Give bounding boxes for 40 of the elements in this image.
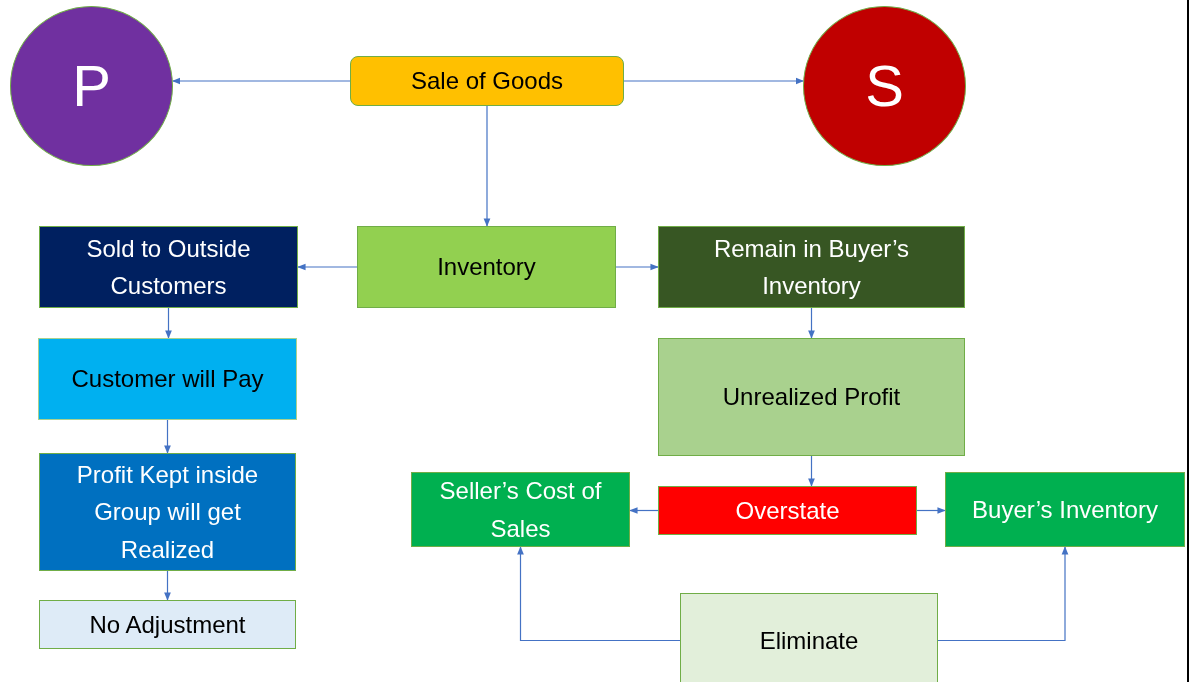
process-box — [658, 338, 965, 456]
node-label: Customer will Pay — [71, 364, 264, 395]
node-label: Overstate — [735, 495, 840, 526]
node-label: Remain in Buyer’s Inventory — [712, 233, 911, 301]
arrow — [916, 507, 946, 514]
arrow — [808, 455, 815, 487]
arrow — [517, 546, 681, 642]
process-box — [411, 472, 630, 547]
arrow — [297, 263, 358, 271]
arrow — [164, 419, 171, 454]
arrow — [808, 307, 815, 339]
node-label: P — [72, 52, 111, 121]
process-box — [39, 600, 296, 649]
process-box — [357, 226, 616, 308]
arrow — [629, 507, 659, 514]
node-label: Inventory — [437, 252, 536, 283]
arrow — [483, 105, 491, 227]
arrow — [165, 307, 172, 339]
process-box — [39, 453, 296, 571]
node-label: Sale of Goods — [410, 66, 564, 97]
process-box — [658, 486, 917, 535]
process-box — [658, 226, 965, 308]
node-label: No Adjustment — [89, 609, 246, 640]
process-box — [39, 226, 298, 308]
node-label: Sold to Outside Customers — [85, 233, 252, 301]
node-label: Profit Kept inside Group will get Realized — [75, 460, 260, 565]
node-label: Eliminate — [759, 625, 859, 656]
arrow — [172, 77, 351, 85]
arrow — [164, 570, 171, 601]
process-box — [680, 593, 938, 682]
process-box — [38, 338, 297, 420]
arrow — [937, 546, 1069, 642]
node-label: Unrealized Profit — [722, 382, 901, 413]
node-label: Buyer’s Inventory — [972, 494, 1158, 525]
arrow — [615, 263, 659, 271]
node-label: Seller’s Cost of Sales — [438, 476, 603, 544]
process-box — [350, 56, 624, 106]
node-label: S — [865, 52, 904, 121]
arrow — [623, 77, 804, 85]
process-box — [945, 472, 1185, 547]
